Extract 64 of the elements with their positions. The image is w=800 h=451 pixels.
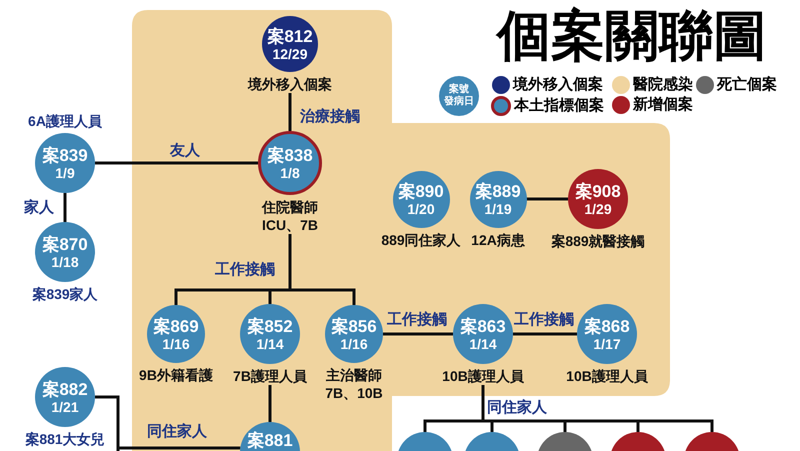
case-number: 案838: [267, 146, 313, 164]
case-description: 7B護理人員: [233, 367, 307, 385]
case-number: 案889: [475, 182, 521, 200]
case-description: 住院醫師ICU、7B: [260, 198, 319, 234]
case-description: 主治醫師7B、10B: [324, 366, 384, 402]
case-number: 案863: [460, 316, 506, 336]
legend-label: 境外移入個案: [513, 76, 603, 94]
case-description: 案839家人: [32, 285, 98, 303]
onset-date: 1/14: [469, 336, 497, 352]
onset-date: 1/14: [256, 336, 284, 352]
connector-line: [288, 234, 356, 305]
onset-date: 1/16: [162, 336, 190, 352]
connector-line: [383, 332, 453, 336]
onset-date: 1/8: [280, 164, 300, 180]
edge-label: 工作接觸: [215, 261, 275, 279]
case-description: 6A護理人員: [28, 112, 102, 130]
edge-label: 治療接觸: [300, 108, 360, 126]
case-number: 案869: [153, 316, 199, 336]
case-description: 案881大女兒: [25, 430, 105, 448]
legend-label: 本土指標個案: [514, 97, 604, 115]
case-number: 案881: [247, 431, 293, 450]
legend-key-text: 發病日: [444, 96, 474, 108]
edge-label: 友人: [170, 142, 200, 160]
legend-label: 死亡個案: [717, 76, 777, 94]
connector-line: [95, 162, 258, 164]
onset-date: 12/29: [272, 46, 308, 62]
case-number: 案882: [42, 380, 88, 398]
case-description: 12A病患: [471, 230, 525, 248]
legend-key-text: 案號: [449, 84, 469, 96]
onset-date: 1/19: [484, 200, 512, 216]
onset-date: 1/9: [55, 164, 75, 180]
onset-date: 1/29: [584, 200, 612, 216]
connector-line: [64, 193, 66, 222]
legend-label: 醫院感染: [633, 76, 693, 94]
case-number: 案870: [42, 234, 88, 254]
case-description: 10B護理人員: [442, 367, 524, 385]
title: 個案關聯圖: [497, 6, 767, 66]
edge-label: 同住家人: [487, 399, 547, 417]
case-description: 境外移入個案: [248, 75, 332, 93]
onset-date: 1/17: [593, 336, 621, 352]
legend-label: 新增個案: [633, 96, 693, 114]
case-number: 案812: [267, 26, 313, 46]
case-number: 案908: [575, 182, 621, 200]
onset-date: 1/18: [51, 254, 79, 270]
onset-date: 1/16: [340, 336, 368, 352]
case-description: 10B護理人員: [566, 367, 648, 385]
connector-line: [288, 93, 292, 131]
connector-line: [268, 385, 272, 422]
case-number: 案852: [247, 316, 293, 336]
edge-label: 工作接觸: [514, 311, 574, 329]
case-number: 案890: [398, 182, 444, 200]
case-description: 案889就醫接觸: [551, 232, 645, 250]
edge-label: 工作接觸: [387, 311, 447, 329]
case-number: 案856: [331, 316, 377, 336]
case-number: 案839: [42, 146, 88, 164]
edge-label: 家人: [24, 199, 54, 217]
connector-line: [513, 332, 577, 336]
case-description: 9B外籍看護: [139, 366, 213, 384]
case-number: 案868: [584, 316, 630, 336]
onset-date: 1/20: [407, 200, 435, 216]
case-description: 889同住家人: [381, 230, 461, 248]
connector-line: [526, 198, 568, 200]
onset-date: 1/21: [51, 398, 79, 414]
edge-label: 同住家人: [147, 423, 207, 441]
